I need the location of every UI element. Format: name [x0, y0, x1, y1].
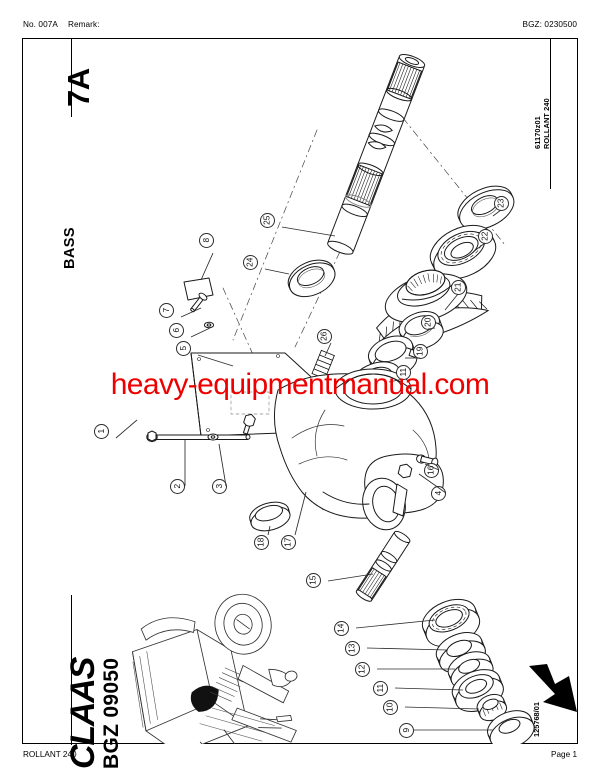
callout-15: 15: [305, 572, 321, 588]
part-bearing-14: [421, 598, 481, 648]
callout-5: 5: [175, 340, 191, 356]
callout-1: 1: [93, 423, 109, 439]
spine-divider-top: [71, 39, 73, 117]
page-footer-meta: ROLLANT 240 Page 1: [0, 750, 600, 764]
callout-14: 14: [333, 620, 349, 636]
callout-2: 2: [169, 478, 185, 494]
drawing-frame: 7A BASS CLAAS BGZ 09050 61170z01 ROLLANT…: [22, 38, 578, 769]
callout-18: 18: [253, 534, 269, 550]
callout-10: 10: [382, 699, 398, 715]
callout-25: 25: [259, 212, 275, 228]
part-bearing-11-lower: [451, 669, 504, 712]
housing-upper-bore: [334, 368, 412, 410]
part-long-bolt-2: [146, 430, 251, 443]
callout-8: 8: [198, 232, 214, 248]
page-header-meta: No. 007A Remark: BGZ: 0230500: [0, 20, 600, 34]
footer-page: Page 1: [551, 750, 577, 759]
callout-7: 7: [158, 302, 174, 318]
callout-6: 6: [168, 322, 184, 338]
header-left-meta: No. 007A Remark:: [23, 20, 100, 29]
callout-12: 12: [354, 661, 370, 677]
callout-24: 24: [242, 254, 258, 270]
part-washer-3: [207, 433, 219, 441]
part-plug-cap-18: [249, 501, 291, 532]
part-drive-shaft-25: [327, 54, 426, 255]
callout-4: 4: [430, 485, 446, 501]
remark-label: Remark:: [67, 20, 100, 29]
part-output-shaft-15: [355, 530, 411, 602]
header-right-code: BGZ: 0230500: [522, 20, 577, 29]
spine-divider-bottom: [71, 595, 73, 745]
callout-11: 11: [372, 680, 388, 696]
callout-leader-lines: [115, 209, 502, 731]
part-small-bolt-upper: [242, 413, 256, 435]
callout-9: 9: [398, 722, 414, 738]
diagram-svg: [132, 54, 535, 744]
callout-17: 17: [280, 534, 296, 550]
part-washer-6: [203, 321, 215, 329]
part-gasket-8: [183, 277, 214, 301]
callout-13: 13: [344, 640, 360, 656]
part-washer-9: [487, 710, 535, 744]
document-number: No. 007A: [23, 20, 58, 29]
part-nut-4: [397, 463, 413, 479]
round-baler-illustration: [132, 593, 298, 744]
direction-arrow-icon: [529, 664, 577, 712]
part-washer-24: [287, 259, 336, 298]
callout-26: 26: [316, 328, 332, 344]
right-divider-bottom: [549, 39, 551, 189]
part-gearbox-housing-17: [274, 368, 444, 531]
footer-model: ROLLANT 240: [23, 750, 77, 759]
